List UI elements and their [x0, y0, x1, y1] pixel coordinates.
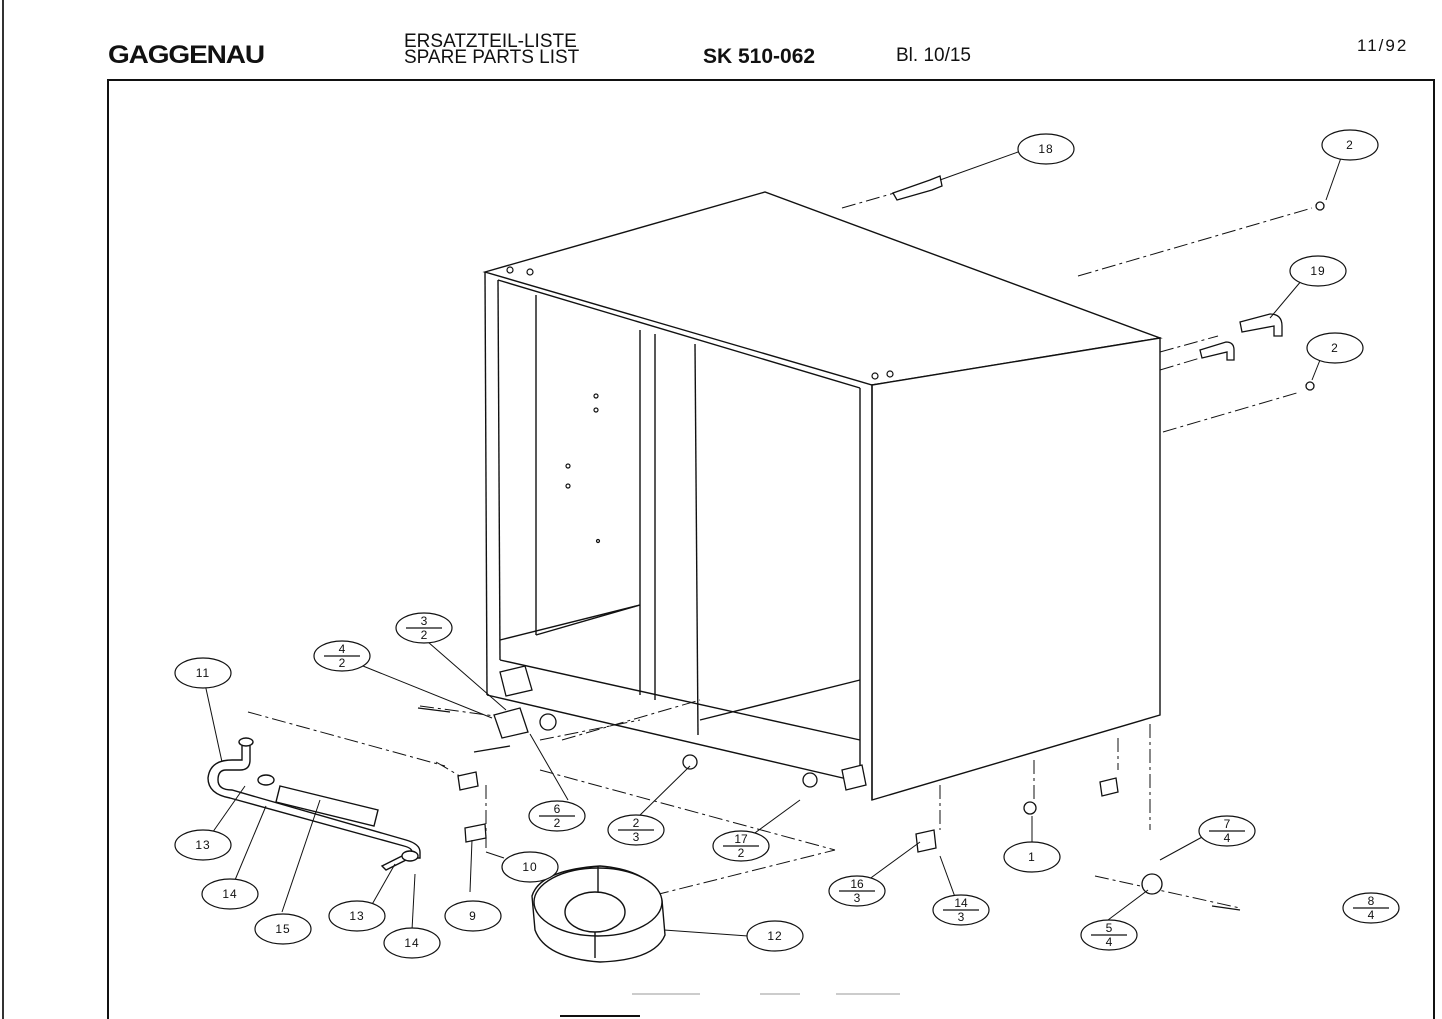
- callout-15-label: 15: [275, 922, 290, 936]
- callout-1: 1: [1003, 841, 1061, 873]
- svg-text:2: 2: [738, 846, 745, 860]
- callout-15: 15: [254, 913, 312, 945]
- callout-17-2: 172: [712, 830, 770, 862]
- callout-18: 18: [1017, 133, 1075, 165]
- svg-text:3: 3: [958, 910, 965, 924]
- callout-14-3: 143: [932, 894, 990, 926]
- scan-marks: [560, 993, 900, 1017]
- svg-text:14: 14: [954, 896, 968, 910]
- sheet-number: Bl. 10/15: [896, 45, 971, 66]
- callouts: 18 2 19 2 11 13 14 15 13 14 9 10 12 1: [174, 129, 1379, 959]
- svg-text:4: 4: [1106, 935, 1113, 949]
- callout-11: 11: [174, 657, 232, 689]
- callout-6-2: 62: [528, 800, 586, 832]
- callout-8-4: 84: [1342, 892, 1400, 924]
- callout-11-label: 11: [196, 666, 210, 680]
- callout-19-label: 19: [1310, 264, 1325, 278]
- callout-16-3: 163: [828, 875, 886, 907]
- svg-text:16: 16: [850, 877, 864, 891]
- callout-pointers: [204, 151, 1343, 937]
- callout-13-left: 13: [174, 829, 232, 861]
- callout-3-2: 32: [395, 612, 453, 644]
- callout-18-label: 18: [1038, 142, 1053, 156]
- callout-19: 19: [1289, 255, 1347, 287]
- pipe-assembly: [207, 737, 421, 871]
- svg-text:2: 2: [421, 628, 428, 642]
- callout-12-label: 12: [767, 929, 782, 943]
- callout-2-top-label: 2: [1346, 138, 1354, 152]
- callout-1-label: 1: [1028, 850, 1036, 864]
- callout-12: 12: [746, 920, 804, 952]
- model-number: SK 510-062: [703, 45, 816, 68]
- callout-10: 10: [501, 851, 559, 883]
- callout-9: 9: [444, 900, 502, 932]
- callout-10-label: 10: [522, 860, 537, 874]
- fraction-callouts: 42 32 62 23 172 163 143 74 54 84: [313, 612, 1400, 951]
- callout-2-3: 23: [607, 814, 665, 846]
- svg-text:2: 2: [339, 656, 346, 670]
- svg-text:4: 4: [1368, 908, 1375, 922]
- svg-text:3: 3: [854, 891, 861, 905]
- document-date: 11/92: [1357, 36, 1409, 55]
- cabinet-holes: [506, 266, 894, 544]
- svg-text:8: 8: [1368, 894, 1375, 908]
- svg-text:2: 2: [554, 816, 561, 830]
- callout-5-4: 54: [1080, 919, 1138, 951]
- callout-14-left-label: 14: [222, 887, 237, 901]
- callout-14-left: 14: [201, 878, 259, 910]
- callout-13-right: 13: [328, 900, 386, 932]
- callout-7-4: 74: [1198, 815, 1256, 847]
- drawing-frame: [107, 79, 1435, 1019]
- callout-14-right: 14: [383, 927, 441, 959]
- brand-logo: GAGGENAU: [108, 41, 265, 69]
- callout-14-right-label: 14: [404, 936, 419, 950]
- callout-13-right-label: 13: [349, 909, 364, 923]
- callout-4-2: 42: [313, 640, 371, 672]
- svg-text:6: 6: [554, 802, 561, 816]
- callout-9-label: 9: [469, 909, 477, 923]
- callout-13-left-label: 13: [195, 838, 210, 852]
- cabinet-body: [482, 191, 1163, 801]
- svg-text:5: 5: [1106, 921, 1113, 935]
- svg-text:4: 4: [1224, 831, 1231, 845]
- svg-text:4: 4: [339, 642, 346, 656]
- ring-gasket: [531, 865, 666, 963]
- title-english: SPARE PARTS LIST: [404, 47, 580, 68]
- callout-2-middle-label: 2: [1331, 341, 1339, 355]
- svg-text:17: 17: [734, 832, 748, 846]
- hardware-parts: [417, 175, 1325, 911]
- callout-2-top: 2: [1321, 129, 1379, 161]
- svg-text:2: 2: [633, 816, 640, 830]
- svg-text:3: 3: [633, 830, 640, 844]
- document-header: GAGGENAU ERSATZTEIL-LISTE SPARE PARTS LI…: [0, 0, 1442, 80]
- title-german: ERSATZTEIL-LISTE: [404, 31, 577, 52]
- svg-text:3: 3: [421, 614, 428, 628]
- svg-text:7: 7: [1224, 817, 1231, 831]
- callout-2-middle: 2: [1306, 332, 1364, 364]
